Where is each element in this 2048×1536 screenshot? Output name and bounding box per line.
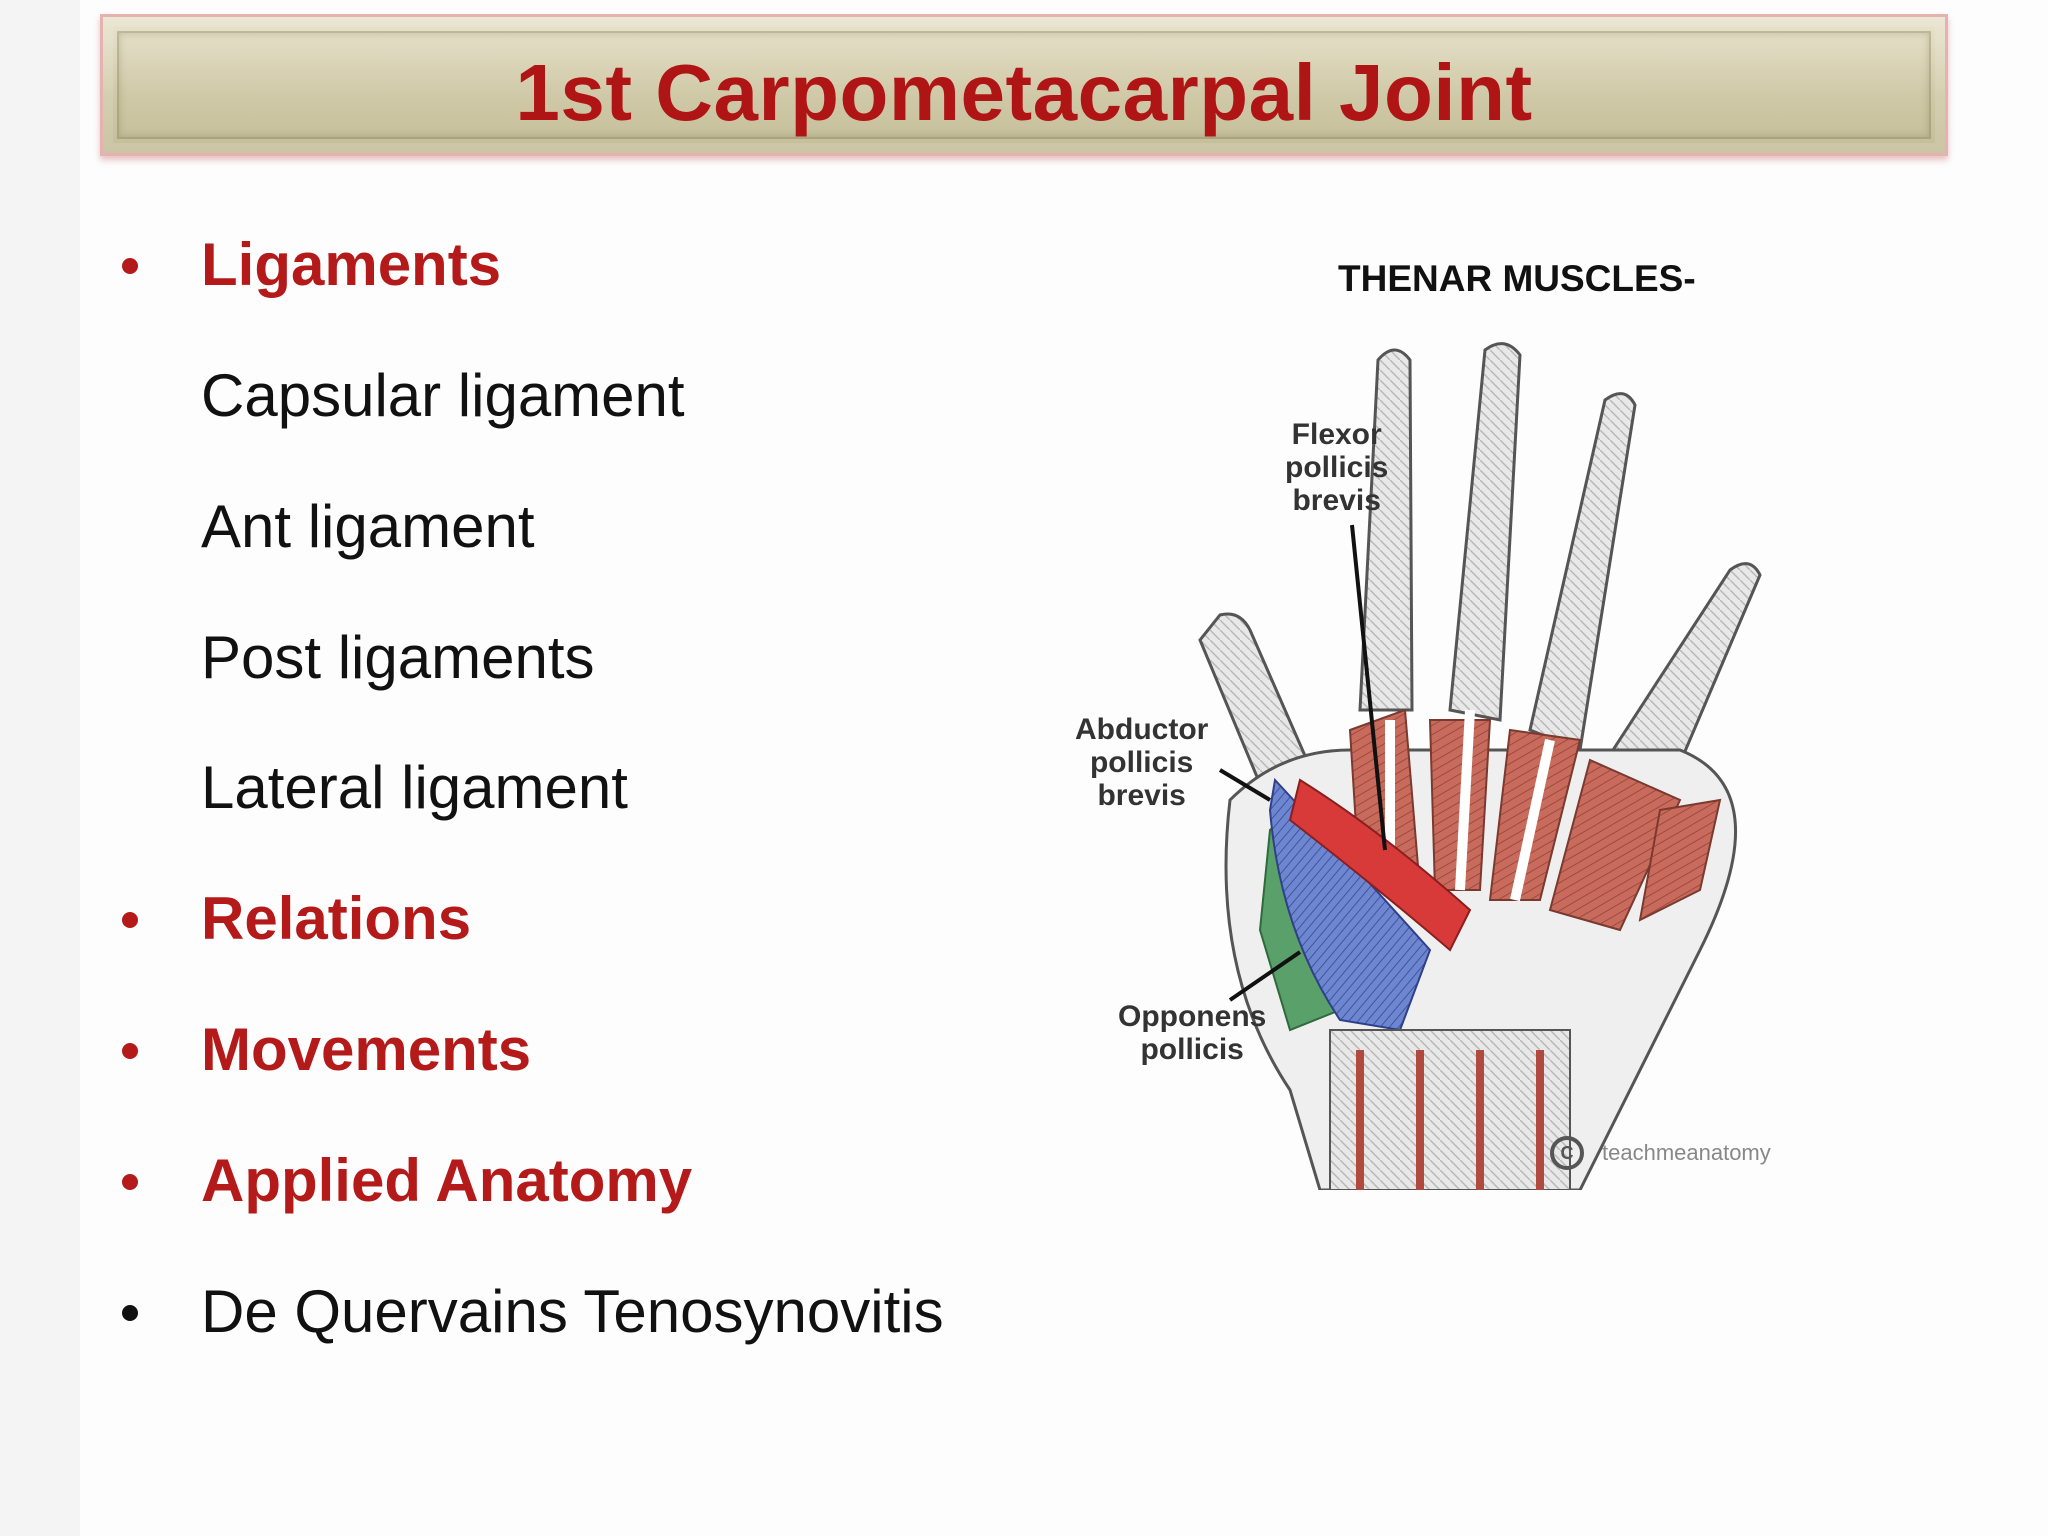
wrist-vessels — [1356, 1050, 1544, 1190]
list-item-text: Applied Anatomy — [201, 1147, 693, 1214]
list-item-text: Ant ligament — [201, 493, 535, 560]
watermark: teachmeanatomy — [1602, 1140, 1771, 1165]
wrist-tendons — [1329, 1029, 1571, 1190]
fingers — [1198, 342, 1762, 823]
list-item-text: Lateral ligament — [201, 754, 628, 821]
list-item-text: Movements — [201, 1016, 532, 1083]
title-banner: 1st Carpometacarpal Joint — [100, 14, 1948, 156]
list-item-text: Post ligaments — [201, 624, 595, 691]
slide-title: 1st Carpometacarpal Joint — [515, 48, 1533, 137]
copyright-icon: C — [1550, 1136, 1584, 1170]
list-item-text: Relations — [201, 885, 472, 952]
list-item-text: Ligaments — [201, 231, 502, 298]
list-item-text: Capsular ligament — [201, 362, 685, 429]
figure-title: THENAR MUSCLES- — [1338, 258, 1696, 299]
label-pointers — [1218, 524, 1387, 1002]
hand-anatomy-illustration — [1198, 342, 1762, 1190]
flexor-pollicis-brevis-muscle — [1288, 778, 1472, 952]
bullet-dot — [122, 258, 138, 274]
bullet-dot — [122, 1305, 138, 1321]
list-item-text: De Quervains Tenosynovitis — [201, 1278, 944, 1345]
bullet-dot — [122, 1043, 138, 1059]
bullet-dot — [122, 1174, 138, 1190]
palm-muscles — [1348, 708, 1722, 932]
bullet-dot — [122, 912, 138, 928]
slide — [80, 0, 2048, 1536]
